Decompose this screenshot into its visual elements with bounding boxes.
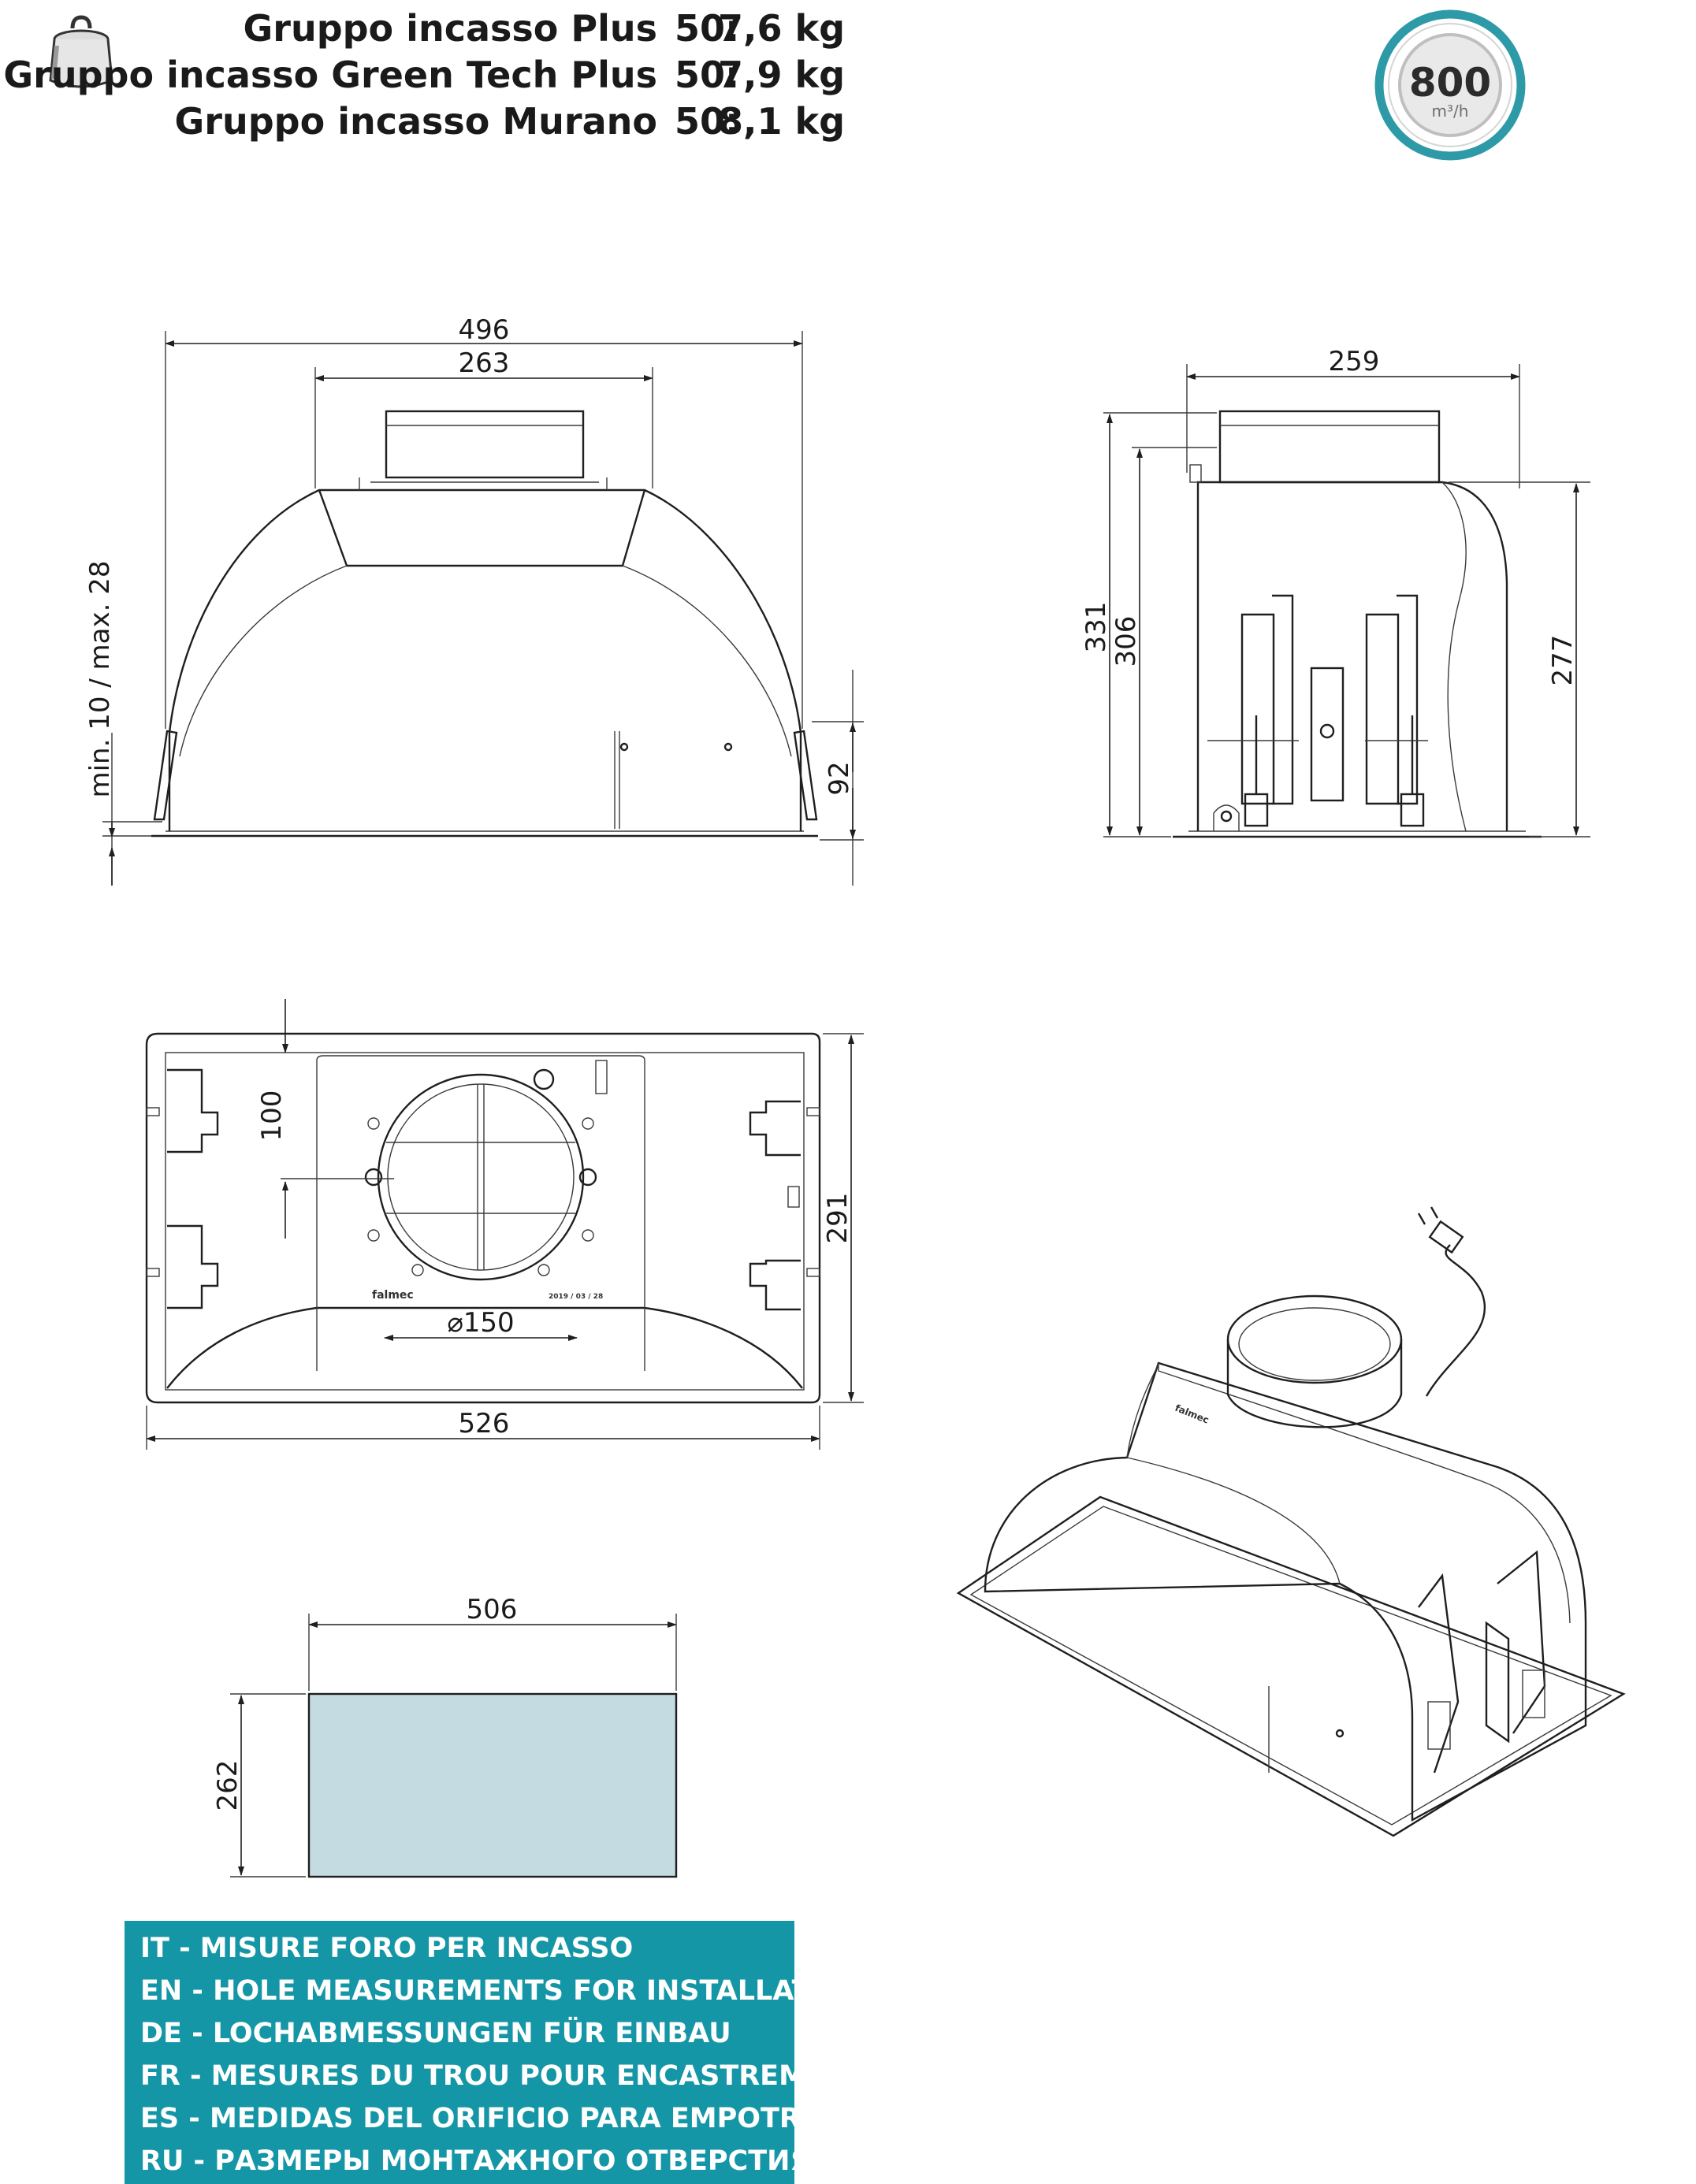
front-view-drawing	[151, 410, 818, 838]
front-view-dimensions: 496 263 min. 10 / max. 28 92	[84, 314, 864, 886]
weight-value-1: 7,6 kg	[718, 7, 845, 50]
cutout-height-label: 262	[212, 1760, 244, 1811]
front-collar-width-label: 263	[459, 347, 510, 379]
legend-line-ru: RU - РАЗМЕРЫ МОНТАЖНОГО ОТВЕРСТИЯ	[140, 2145, 811, 2177]
weight-size-2: 50:	[675, 54, 739, 96]
legend-line-es: ES - MEDIDAS DEL ORIFICIO PARA EMPOTRADO	[140, 2103, 868, 2134]
side-view-dimensions: 259 331 306 277	[1080, 346, 1590, 838]
airflow-value: 800	[1409, 60, 1491, 106]
cutout-drawing	[307, 1692, 678, 1878]
front-lower-height-label: 92	[824, 761, 855, 795]
weight-value-2: 7,9 kg	[718, 54, 845, 96]
isometric-view-drawing: falmec	[956, 1206, 1626, 1837]
top-view-brand-mark: falmec	[372, 1289, 414, 1302]
side-body-height-label: 306	[1110, 616, 1142, 667]
weight-size-3: 50:	[675, 100, 739, 143]
weight-model-3: Gruppo incasso Murano	[175, 100, 657, 143]
top-view-drawing: falmec 2019 / 03 / 28	[145, 1032, 821, 1404]
side-view-drawing	[1173, 410, 1542, 838]
cutout-width-label: 506	[467, 1594, 518, 1625]
side-depth-label: 259	[1329, 346, 1380, 377]
airflow-unit: m³/h	[1432, 102, 1469, 121]
top-width-label: 526	[459, 1408, 510, 1439]
iso-brand-mark: falmec	[1173, 1402, 1211, 1426]
weight-value-3: 8,1 kg	[718, 100, 845, 143]
top-view-dimensions: 100 291 ⌀150 526	[146, 999, 864, 1450]
top-view-date-code: 2019 / 03 / 28	[549, 1293, 603, 1301]
legend-line-de: DE - LOCHABMESSUNGEN FÜR EINBAU	[140, 2016, 731, 2049]
duct-diameter-label: ⌀150	[447, 1307, 514, 1339]
side-total-height-label: 331	[1080, 602, 1112, 653]
legend-line-fr: FR - MESURES DU TROU POUR ENCASTREMENT	[140, 2060, 867, 2092]
weight-icon	[49, 15, 113, 88]
weight-model-1: Gruppo incasso Plus	[244, 7, 657, 50]
cutout-dimensions: 506 262	[212, 1594, 677, 1878]
front-clearance-label: min. 10 / max. 28	[84, 560, 116, 797]
weight-size-1: 50:	[675, 7, 739, 50]
side-shell-height-label: 277	[1547, 635, 1579, 686]
airflow-badge: 800 m³/h	[1374, 9, 1526, 161]
legend-line-it: IT - MISURE FORO PER INCASSO	[140, 1933, 633, 1964]
weight-model-2: Gruppo incasso Green Tech Plus	[3, 54, 657, 96]
top-offset-label: 100	[256, 1090, 288, 1142]
weights-table: Gruppo incasso Plus 50: 7,6 kg Gruppo in…	[3, 7, 845, 143]
front-width-label: 496	[459, 314, 510, 346]
legend-line-en: EN - HOLE MEASUREMENTS FOR INSTALLATION	[140, 1975, 868, 2007]
top-depth-label: 291	[822, 1193, 854, 1244]
legend-box: IT - MISURE FORO PER INCASSO EN - HOLE M…	[125, 1921, 868, 2184]
